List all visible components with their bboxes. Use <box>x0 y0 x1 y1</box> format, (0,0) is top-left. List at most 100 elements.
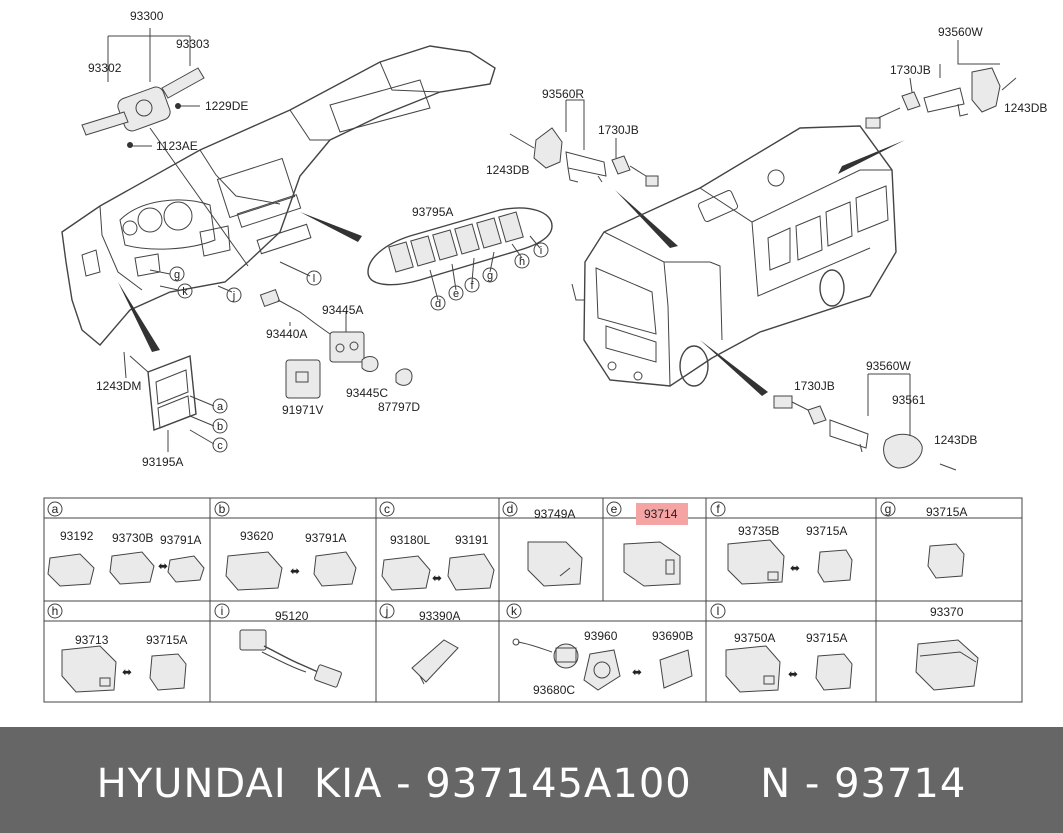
cell-letter-d: d <box>502 501 518 517</box>
circle-letter-b-bracket: b <box>212 418 228 434</box>
svg-text:e: e <box>611 502 618 516</box>
callout-1243db-bottom: 1243DB <box>934 433 977 447</box>
circle-letter-g-panel: g <box>482 267 498 283</box>
bracket-drawing <box>123 351 215 452</box>
callout-93303: 93303 <box>176 37 210 51</box>
part-93680c: 93680C <box>533 683 575 697</box>
callout-93445c: 93445C <box>346 386 388 400</box>
part-number-text: HYUNDAI KIA - 937145A100 N - 93714 <box>96 761 967 807</box>
cell-letter-h: h <box>47 603 63 619</box>
circle-letter-h-panel: h <box>514 253 530 269</box>
small-parts-drawing <box>259 288 413 399</box>
circle-letter-k-main: k <box>177 283 193 299</box>
callout-93445a: 93445A <box>322 303 363 317</box>
pointer-wedges <box>118 140 905 396</box>
part-93750a: 93750A <box>734 631 775 645</box>
svg-text:g: g <box>487 270 493 282</box>
part-93749a: 93749A <box>534 507 575 521</box>
arrow-b: ⬌ <box>290 564 300 578</box>
part-93390a: 93390A <box>419 609 460 623</box>
svg-text:g: g <box>885 502 892 516</box>
part-93713: 93713 <box>75 633 109 647</box>
row2-part-numbers: 93713 93715A 95120 93390A 93960 93690B 9… <box>75 605 964 697</box>
svg-text:c: c <box>217 440 223 452</box>
parts-table: a b c d e f g 93192 93730B 93791A 93620 … <box>43 497 1023 703</box>
callout-93440a: 93440A <box>266 327 307 341</box>
callout-1730jb-bottom: 1730JB <box>794 379 835 393</box>
part-93730b: 93730B <box>112 531 153 545</box>
cell-letter-e: e <box>606 501 622 517</box>
part-93735b: 93735B <box>738 524 779 538</box>
svg-text:k: k <box>511 604 518 618</box>
part-93180l: 93180L <box>390 533 430 547</box>
part-93620: 93620 <box>240 529 274 543</box>
callout-1243db-left: 1243DB <box>486 163 529 177</box>
svg-text:b: b <box>219 502 226 516</box>
part-93791a-a: 93791A <box>160 533 201 547</box>
circle-letter-a-bracket: a <box>212 398 228 414</box>
svg-text:d: d <box>435 298 441 310</box>
svg-text:a: a <box>52 502 59 516</box>
cell-letter-f: f <box>710 501 726 517</box>
svg-text:d: d <box>507 502 514 516</box>
row1-part-numbers: 93192 93730B 93791A 93620 93791A 93180L … <box>60 505 967 547</box>
arrow-a: ⬌ <box>158 559 168 573</box>
svg-text:i: i <box>540 245 542 257</box>
row1-letters: a b c d e f g <box>47 501 896 517</box>
circle-letter-e-panel: e <box>448 285 464 301</box>
callout-1243dm: 1243DM <box>96 379 141 393</box>
callout-93560r: 93560R <box>542 87 584 101</box>
svg-text:b: b <box>217 421 223 433</box>
arrow-l: ⬌ <box>788 667 798 681</box>
part-93370: 93370 <box>930 605 964 619</box>
multifunction-switch-drawing <box>81 28 249 267</box>
svg-text:e: e <box>453 288 459 300</box>
circle-letter-d-panel: d <box>430 295 446 311</box>
callout-1229de: 1229DE <box>205 99 248 113</box>
callout-93560w-top: 93560W <box>938 25 983 39</box>
mirror-switch-assemblies <box>509 40 1017 471</box>
table-grid-lines <box>43 497 1023 703</box>
part-93191: 93191 <box>455 533 489 547</box>
callout-91971v: 91971V <box>282 403 323 417</box>
callout-1730jb-left: 1730JB <box>598 123 639 137</box>
svg-text:h: h <box>52 604 59 618</box>
circle-letter-l-main: l <box>306 270 322 286</box>
callout-labels: 93300 93303 93302 1229DE 1123AE 93795A 9… <box>88 9 1047 469</box>
cell-letter-a: a <box>47 501 63 517</box>
callout-93195a: 93195A <box>142 455 183 469</box>
highlight-93714 <box>636 503 688 525</box>
circled-letters: g k j l d e f g h i a b c <box>169 242 549 453</box>
arrow-f: ⬌ <box>790 561 800 575</box>
callout-1243db-top: 1243DB <box>1004 101 1047 115</box>
row1-part-drawings: ⬌ ⬌ ⬌ ⬌ <box>47 539 965 591</box>
circle-letter-g-main: g <box>169 266 185 282</box>
exploded-diagram: 93300 93303 93302 1229DE 1123AE 93795A 9… <box>61 9 1047 471</box>
callout-93795a: 93795A <box>412 205 453 219</box>
part-93715a-f: 93715A <box>806 524 847 538</box>
dashboard-drawing <box>61 45 496 346</box>
part-93715a-g: 93715A <box>926 505 967 519</box>
callout-93560w-bottom: 93560W <box>866 359 911 373</box>
part-number-banner: HYUNDAI KIA - 937145A100 N - 93714 <box>0 727 1063 833</box>
part-93960: 93960 <box>584 629 618 643</box>
svg-text:f: f <box>470 280 474 292</box>
cell-letter-c: c <box>379 501 395 517</box>
arrow-k: ⬌ <box>632 665 642 679</box>
part-93715a-l: 93715A <box>806 631 847 645</box>
circle-letter-c-bracket: c <box>212 437 228 453</box>
row2-letters: h i j k l <box>47 603 726 619</box>
callout-93302: 93302 <box>88 61 122 75</box>
part-93715a-h: 93715A <box>146 633 187 647</box>
svg-text:g: g <box>174 269 180 281</box>
cell-letter-l: l <box>710 603 726 619</box>
part-93791a-b: 93791A <box>305 531 346 545</box>
cell-letter-g: g <box>880 501 896 517</box>
svg-text:h: h <box>519 256 525 268</box>
circle-letter-i-panel: i <box>533 242 549 258</box>
svg-text:k: k <box>182 286 188 298</box>
callout-93300: 93300 <box>130 9 164 23</box>
bus-drawing <box>571 125 897 387</box>
part-93192: 93192 <box>60 529 94 543</box>
callout-1123ae: 1123AE <box>156 139 198 153</box>
